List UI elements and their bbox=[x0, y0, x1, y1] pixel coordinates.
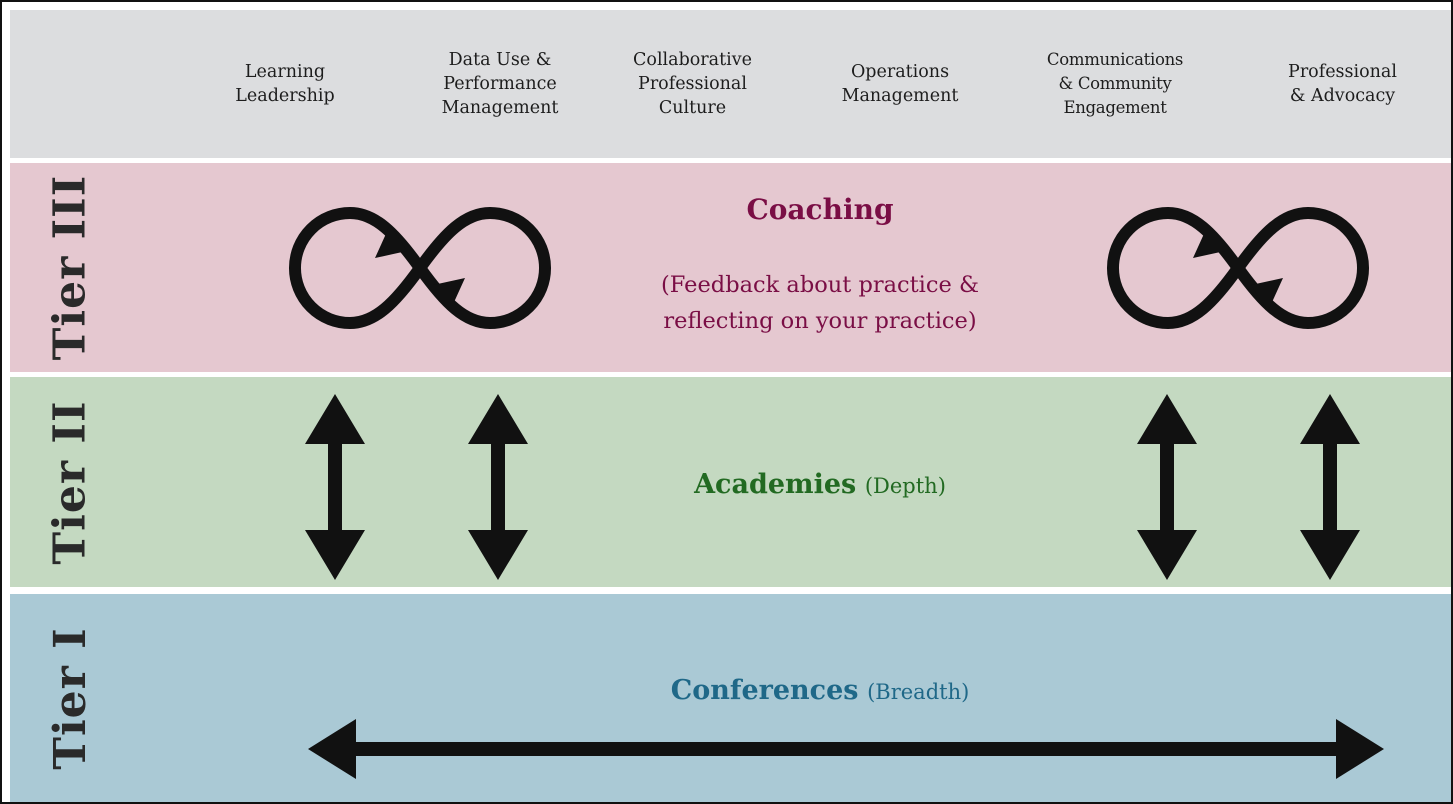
tier-1-title-main: Conferences bbox=[670, 675, 859, 706]
vertical-double-arrow-icon bbox=[1137, 394, 1197, 580]
column-header-learning-leadership: Learning Leadership bbox=[235, 62, 335, 106]
tier-1-band: Tier I Conferences (Breadth) bbox=[10, 594, 1451, 802]
tier-2-title-main: Academies bbox=[694, 469, 857, 500]
tier-2-title: Academies (Depth) bbox=[600, 469, 1040, 500]
column-header-communications: Communications & Community Engagement bbox=[1046, 50, 1184, 117]
vertical-double-arrow-icon bbox=[468, 394, 528, 580]
column-header-professional-advocacy: Professional & Advocacy bbox=[1288, 62, 1397, 106]
header-row: Learning Leadership Data Use & Performan… bbox=[10, 10, 1451, 158]
tier-2-band: Tier II Academies (Depth) bbox=[10, 377, 1451, 587]
tier-3-label: Tier III bbox=[44, 174, 96, 361]
vertical-double-arrow-icon bbox=[1300, 394, 1360, 580]
infinity-loop-icon bbox=[289, 206, 551, 330]
vertical-double-arrow-icon bbox=[305, 394, 365, 580]
tier-1-title-sub: (Breadth) bbox=[867, 680, 970, 704]
tier-1-label: Tier I bbox=[44, 626, 96, 770]
infinity-loop-icon bbox=[1107, 206, 1369, 330]
horizontal-double-arrow-icon bbox=[308, 719, 1384, 779]
column-header-collaborative-culture: Collaborative Professional Culture bbox=[633, 50, 752, 118]
tier-1-title: Conferences (Breadth) bbox=[600, 675, 1040, 706]
tier-3-title: Coaching bbox=[746, 193, 894, 226]
column-header-data-use: Data Use & Performance Management bbox=[441, 50, 559, 118]
column-header-operations: Operations Management bbox=[841, 62, 959, 106]
tier-2-title-sub: (Depth) bbox=[864, 474, 946, 498]
tier-3-subtitle: (Feedback about practice & reflecting on… bbox=[661, 272, 979, 334]
tier-3-band: Tier III Coaching (Feedback about practi… bbox=[10, 163, 1451, 372]
tier-2-label: Tier II bbox=[44, 399, 96, 565]
